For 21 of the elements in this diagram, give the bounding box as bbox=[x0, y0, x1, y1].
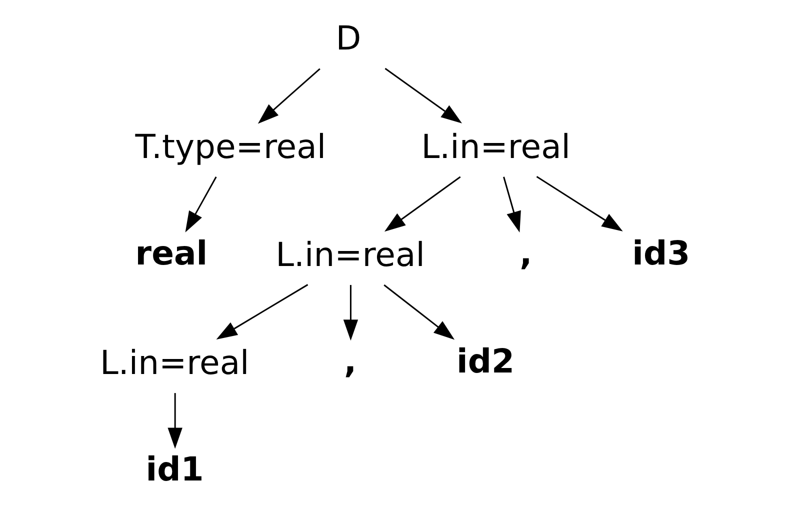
node-text: L.in=real bbox=[420, 126, 570, 166]
arrow bbox=[167, 393, 182, 449]
arrow bbox=[184, 176, 216, 232]
arrow bbox=[383, 284, 454, 340]
node-text: , bbox=[519, 233, 532, 272]
node-text: , bbox=[343, 341, 356, 380]
node-text: T.type=real bbox=[134, 126, 326, 166]
arrow bbox=[536, 176, 622, 232]
arrow bbox=[342, 284, 358, 341]
arrow bbox=[216, 284, 308, 340]
arrow bbox=[384, 68, 462, 124]
arrow bbox=[257, 68, 320, 124]
node-text: id2 bbox=[456, 341, 514, 380]
arrow bbox=[502, 176, 520, 233]
node-text: real bbox=[134, 233, 208, 272]
node-text: id1 bbox=[145, 450, 204, 489]
node-text: id3 bbox=[632, 233, 690, 272]
node-text: D bbox=[335, 18, 361, 58]
arrow bbox=[384, 176, 460, 232]
node-text: L.in=real bbox=[100, 342, 249, 382]
node-text: L.in=real bbox=[275, 234, 424, 274]
